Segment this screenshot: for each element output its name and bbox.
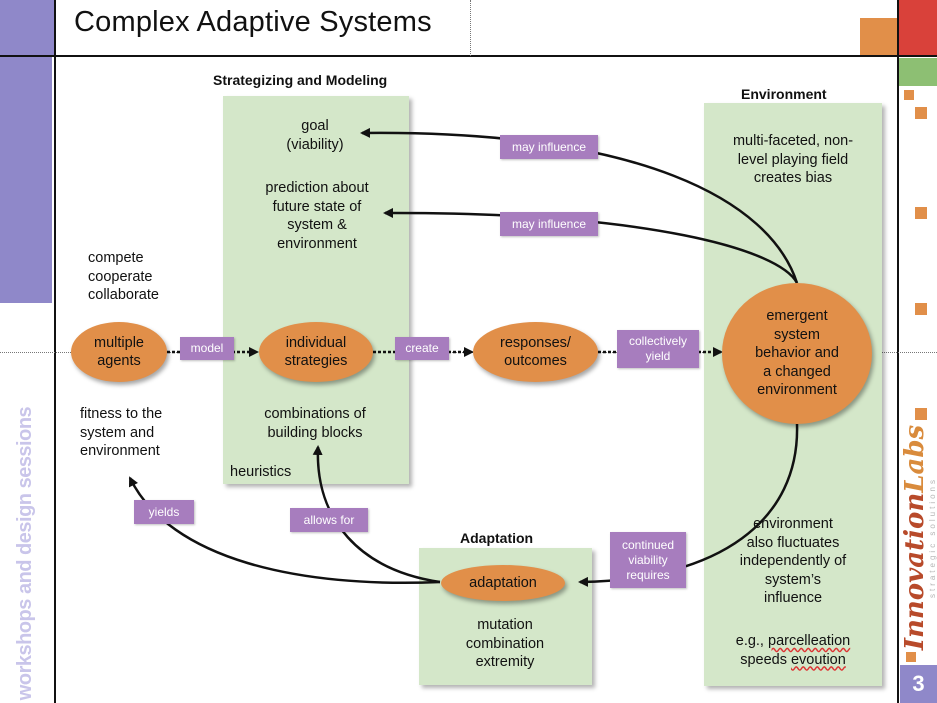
deco-square-2 bbox=[915, 107, 927, 119]
text-prediction: prediction about future state of system … bbox=[265, 180, 369, 252]
text-compete: compete cooperate collaborate bbox=[88, 250, 159, 303]
heading-strategizing: Strategizing and Modeling bbox=[213, 72, 388, 88]
deco-square-6 bbox=[906, 652, 916, 662]
text-combinations: combinations of building blocks bbox=[264, 406, 366, 441]
page-title: Complex Adaptive Systems bbox=[74, 6, 432, 38]
text-example: e.g., parcelleation speeds evoution bbox=[735, 633, 851, 668]
heading-adaptation: Adaptation bbox=[460, 530, 534, 546]
right-green-block bbox=[899, 58, 937, 86]
header-orange-square bbox=[860, 18, 898, 56]
arrow-adaptation-to-combinations bbox=[312, 445, 441, 584]
oval-adaptation: adaptation bbox=[441, 565, 565, 601]
text-mutation: mutation combination extremity bbox=[465, 617, 545, 670]
text-heuristics: heuristics bbox=[230, 464, 292, 480]
text-multifaceted: multi-faceted, non- level playing field … bbox=[732, 133, 854, 186]
heading-environment: Environment bbox=[741, 86, 827, 102]
header-left-block bbox=[0, 0, 54, 56]
arrow-emergent-to-prediction bbox=[383, 207, 799, 284]
guide-vertical bbox=[470, 0, 471, 56]
left-vertical-rule bbox=[54, 0, 56, 703]
tag-model: model bbox=[180, 337, 234, 360]
deco-square-3 bbox=[915, 207, 927, 219]
oval-responses: responses/ outcomes bbox=[473, 322, 598, 382]
tag-yields: yields bbox=[134, 500, 194, 524]
right-vertical-rule bbox=[897, 0, 899, 703]
tag-create: create bbox=[395, 337, 449, 360]
header-right-red-block bbox=[899, 0, 937, 56]
tag-may-influence-2: may influence bbox=[500, 212, 598, 236]
text-goal: goal (viability) bbox=[286, 118, 344, 153]
oval-individual-strategies: individual strategies bbox=[259, 322, 373, 382]
arrow-emergent-to-goal bbox=[360, 127, 799, 284]
oval-emergent: emergent system behavior and a changed e… bbox=[722, 283, 872, 424]
panel-strategizing bbox=[223, 96, 409, 484]
tag-continued-viability: continued viability requires bbox=[610, 532, 686, 588]
page-number: 3 bbox=[900, 665, 937, 703]
text-env-fluctuates: environment also fluctuates independentl… bbox=[739, 516, 847, 606]
arrow-adaptation-to-fitness bbox=[128, 476, 441, 585]
tag-collectively-yield: collectively yield bbox=[617, 330, 699, 368]
deco-square-4 bbox=[915, 303, 927, 315]
deco-square-1 bbox=[904, 90, 914, 100]
deco-square-5 bbox=[915, 408, 927, 420]
tag-allows-for: allows for bbox=[290, 508, 368, 532]
text-fitness: fitness to the system and environment bbox=[80, 406, 163, 459]
header-bottom-rule bbox=[0, 55, 937, 57]
oval-multiple-agents: multiple agents bbox=[71, 322, 167, 382]
tag-may-influence-1: may influence bbox=[500, 135, 598, 159]
